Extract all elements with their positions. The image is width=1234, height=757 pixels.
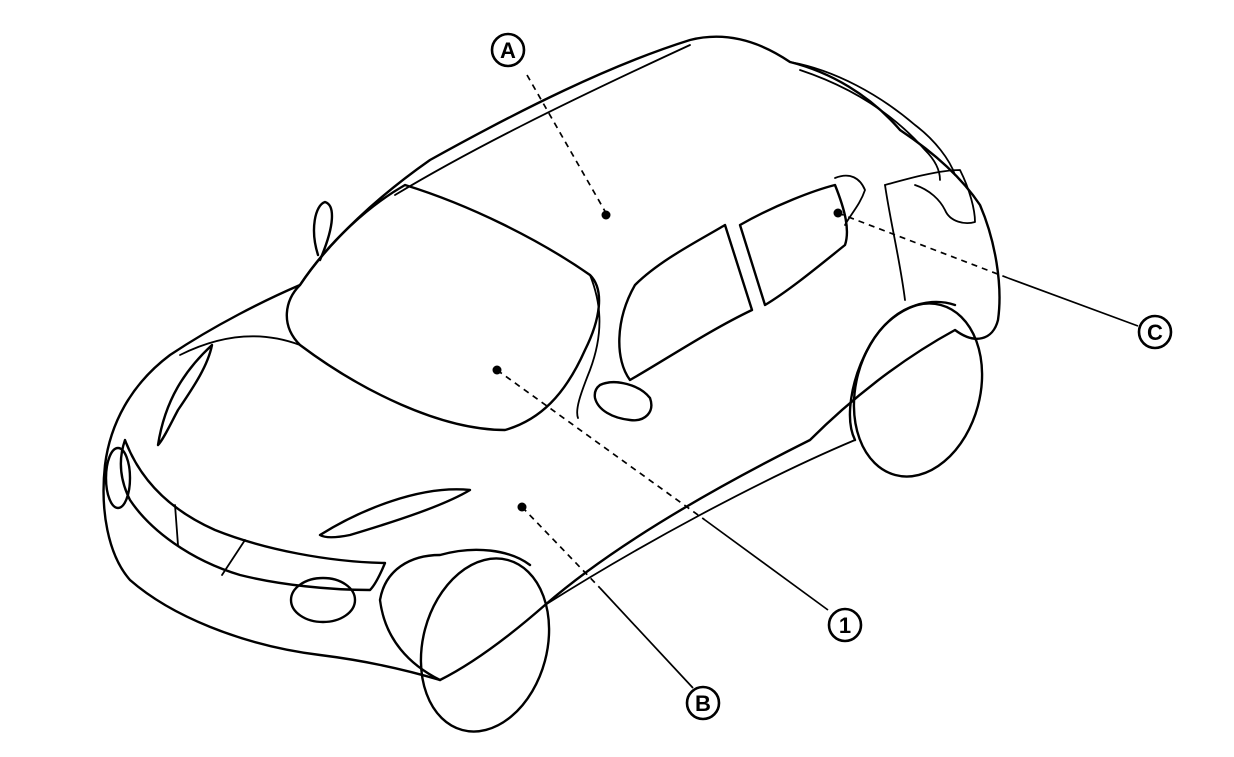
front-upper-lamp — [156, 343, 214, 447]
rocker-line — [544, 439, 856, 606]
rear-spoiler — [789, 61, 956, 176]
callout-a: A — [490, 32, 526, 68]
leader-b — [517, 502, 694, 689]
rear-wheel — [848, 300, 984, 478]
car-illustration — [102, 35, 1001, 682]
side-window-front — [618, 223, 754, 382]
callout-a-label: A — [500, 38, 516, 63]
callout-one-label: 1 — [839, 613, 851, 638]
callout-one: 1 — [827, 607, 863, 643]
rear-spoiler-inner — [799, 69, 941, 181]
rear-window — [834, 174, 866, 226]
callout-b-label: B — [695, 691, 711, 716]
hood-crease — [179, 335, 301, 356]
rear-quarter-panel — [884, 184, 906, 301]
front-round-lamp-right — [289, 576, 357, 624]
tailgate-edge — [884, 169, 976, 224]
front-wheel — [378, 548, 551, 733]
point-a — [601, 210, 611, 220]
front-round-lamp-left — [104, 446, 132, 510]
grille-divider-right — [221, 539, 246, 576]
roof-line — [394, 44, 691, 196]
windshield — [285, 183, 601, 432]
callout-b: B — [685, 685, 721, 721]
front-grille — [119, 438, 387, 592]
leader-a — [526, 74, 611, 220]
side-window-middle — [738, 183, 849, 307]
callout-c-label: C — [1147, 320, 1163, 345]
fender-vent — [318, 488, 472, 539]
a-pillar — [576, 274, 601, 419]
callout-c: C — [1137, 314, 1173, 350]
side-mirror — [593, 381, 653, 422]
leader-c — [833, 208, 1139, 327]
car-body-outline — [102, 35, 1001, 682]
grille-divider-left — [174, 504, 179, 546]
b-pillar — [724, 224, 766, 311]
roof-antenna — [312, 200, 334, 262]
leader-one — [492, 365, 829, 611]
